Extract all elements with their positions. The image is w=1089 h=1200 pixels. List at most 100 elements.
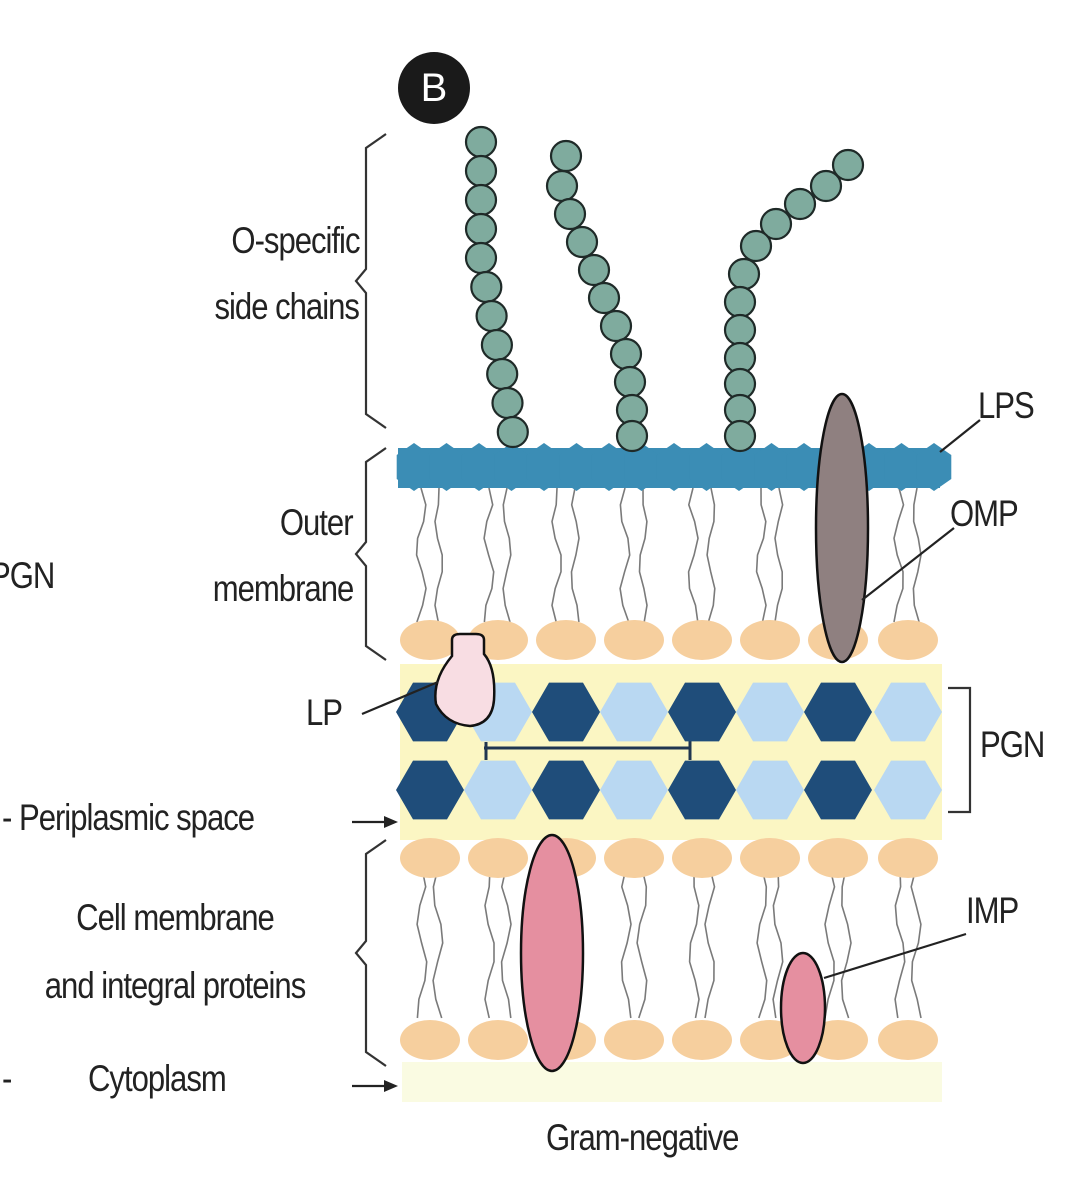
cell-membrane-label-line2: and integral proteins: [44, 965, 306, 1006]
lps-band: [396, 443, 952, 491]
side-chain-bead: [613, 365, 647, 399]
lipid-tail: [484, 867, 495, 1019]
pgn-dark-hexagon: [804, 760, 872, 820]
lps-leader-line: [939, 419, 981, 453]
lps-hexagon: [559, 443, 594, 491]
side-chain-bead: [464, 241, 498, 275]
phospholipid-head: [878, 1020, 938, 1060]
pgn-light-hexagon: [464, 760, 532, 820]
o-specific-label-line2: side chains: [214, 286, 360, 327]
imp-label: IMP: [966, 890, 1019, 931]
pgn-dark-hexagon: [668, 760, 736, 820]
o-specific-bracket: [354, 133, 387, 429]
pgn-light-hexagon: [736, 682, 804, 742]
periplasmic-space-label: - Periplasmic space: [2, 797, 255, 838]
o-specific-label-line1: O-specific: [230, 220, 360, 261]
cell-membrane-bracket: [354, 839, 387, 1067]
lipid-tail: [432, 867, 444, 1019]
phospholipid-head: [740, 620, 800, 660]
side-chain-bead: [545, 169, 579, 203]
side-chain-bead: [831, 148, 865, 182]
gram-negative-caption: Gram-negative: [546, 1117, 739, 1158]
side-chain-bead: [486, 357, 519, 391]
omp-label: OMP: [950, 493, 1019, 534]
membrane-proteins: [434, 392, 870, 1073]
phospholipid-head: [604, 1020, 664, 1060]
pgn-light-hexagon: [736, 760, 804, 820]
side-chain-bead: [464, 154, 498, 188]
side-chain-bead: [809, 169, 843, 203]
lipid-tail: [434, 487, 443, 623]
peptidoglycan-layer: [396, 664, 942, 840]
lipoprotein: [434, 632, 496, 728]
phospholipid-head: [400, 620, 460, 660]
phospholipid-head: [740, 838, 800, 878]
lipid-tail: [502, 487, 512, 623]
phospholipid-head: [604, 620, 664, 660]
side-chain-bead: [587, 281, 621, 315]
lipid-tail: [483, 487, 495, 623]
lipid-tail: [570, 487, 580, 623]
integral-protein-small: [779, 951, 827, 1065]
side-chain-bead: [480, 328, 513, 362]
lipid-tail: [416, 867, 428, 1019]
phospholipid-head: [536, 620, 596, 660]
omp-protein: [814, 392, 870, 664]
pgn-dark-hexagon: [396, 760, 464, 820]
phospholipid-head: [400, 838, 460, 878]
pgn-light-hexagon: [874, 760, 942, 820]
periplasmic-arrow-head: [384, 816, 398, 828]
cytoplasm-dash: -: [2, 1058, 12, 1099]
side-chain-bead: [599, 309, 633, 343]
side-chain-bead: [577, 253, 611, 287]
side-chain-bead: [475, 299, 508, 333]
pgn-left-cut-label: PGN: [0, 555, 55, 596]
side-chain-bead: [470, 270, 503, 304]
lps-hexagon: [786, 443, 822, 491]
cytoplasm-region: [402, 1062, 942, 1102]
pgn-light-hexagon: [600, 682, 668, 742]
lps-hexagon: [884, 443, 919, 491]
side-chain-bead: [723, 419, 757, 453]
lipid-tail: [619, 487, 631, 623]
pgn-dark-hexagon: [532, 760, 600, 820]
lipid-tail: [893, 487, 905, 623]
pgn-dark-hexagon: [532, 682, 600, 742]
lp-label: LP: [306, 692, 343, 733]
lipid-tail: [706, 487, 716, 623]
lps-hexagon: [396, 443, 432, 491]
lipid-tail: [910, 867, 922, 1019]
lipid-tail: [500, 867, 512, 1019]
side-chain-bead: [783, 187, 817, 221]
lps-hexagon: [624, 443, 659, 491]
imp-leader-line: [823, 932, 967, 980]
lipid-tail: [636, 867, 648, 1019]
phospholipid-head: [672, 620, 732, 660]
lps-hexagon: [754, 443, 789, 491]
pgn-dark-hexagon: [668, 682, 736, 742]
omp-leader-line: [861, 527, 955, 601]
pgn-light-hexagon: [874, 682, 942, 742]
lipid-tail: [756, 867, 768, 1019]
lipid-tail: [894, 867, 906, 1019]
integral-protein-large: [519, 833, 585, 1073]
lipid-tail: [755, 487, 767, 623]
phospholipid-head: [878, 620, 938, 660]
side-chain-bead: [549, 139, 583, 173]
phospholipid-head: [808, 838, 868, 878]
cell-membrane-label-line1: Cell membrane: [76, 897, 275, 938]
lipid-tail: [688, 867, 700, 1019]
lps-hexagon: [526, 443, 562, 491]
lps-hexagon: [721, 443, 757, 491]
side-chain-bead: [464, 125, 498, 159]
side-chain-bead: [553, 197, 587, 231]
side-chain-bead: [565, 225, 599, 259]
cytoplasm-label: Cytoplasm: [88, 1058, 227, 1099]
side-chain-bead: [609, 337, 643, 371]
pgn-light-hexagon: [600, 760, 668, 820]
lipid-tail: [704, 867, 716, 1019]
annotation-lines: [352, 133, 981, 1092]
lipid-tail: [638, 487, 648, 623]
pgn-label: PGN: [980, 724, 1045, 765]
lps-hexagon: [656, 443, 692, 491]
